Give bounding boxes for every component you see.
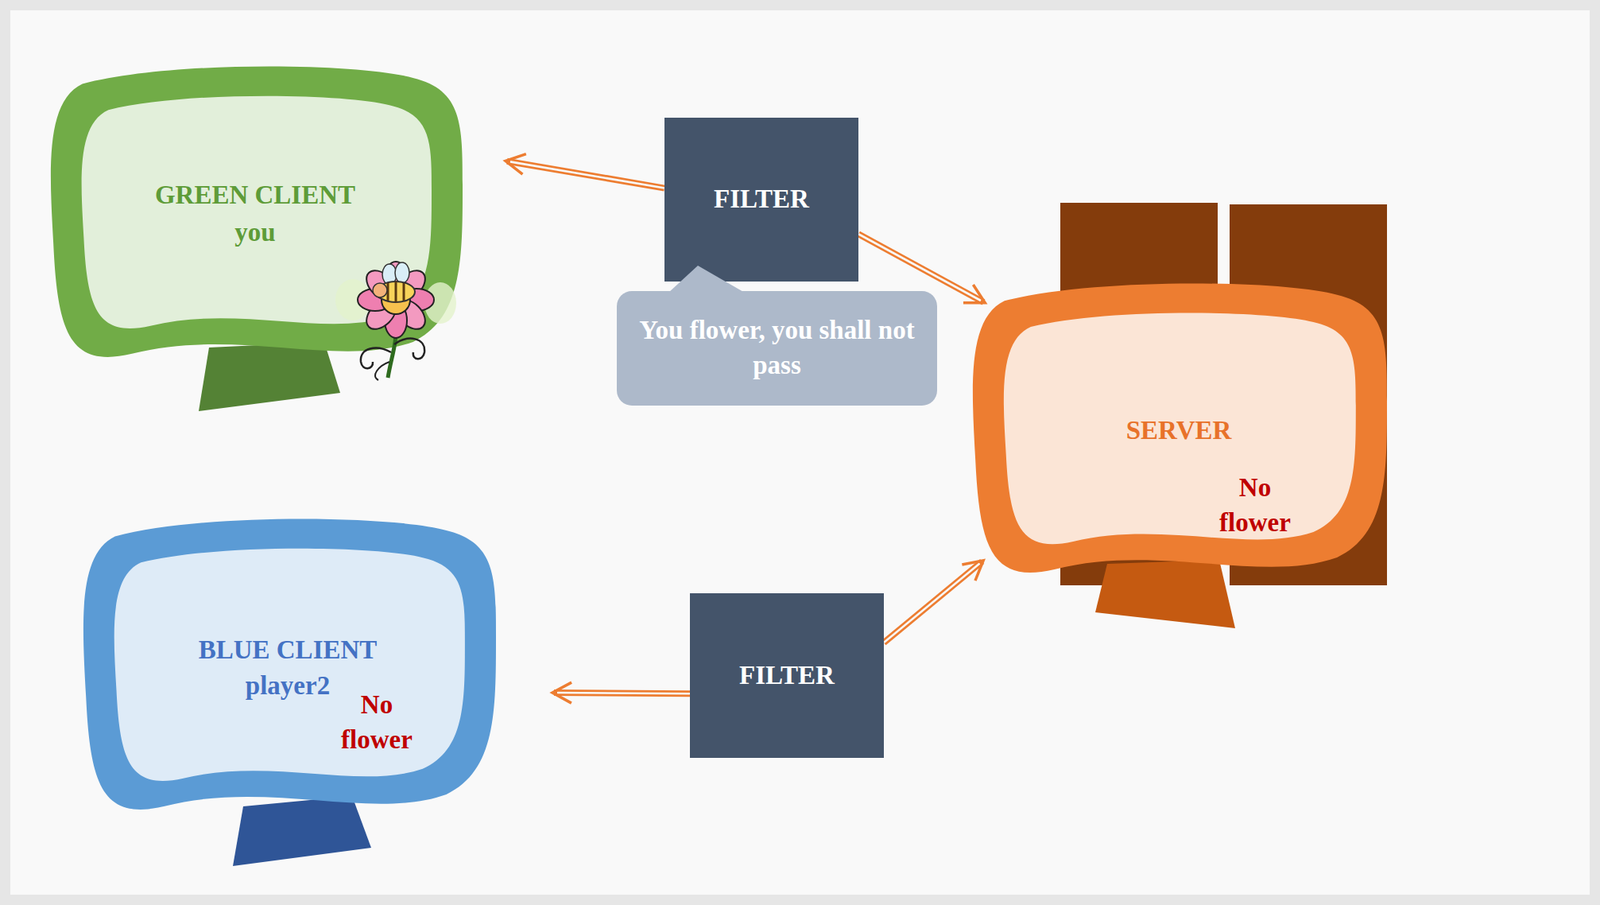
text-slot: BLUE CLIENT: [160, 632, 415, 668]
text-slot: you: [175, 215, 335, 251]
monitor-stand: [198, 341, 341, 411]
arrow-head: [961, 560, 984, 581]
arrow-head: [963, 284, 985, 303]
monitor-note: player2: [208, 668, 368, 704]
double-arrow: [552, 681, 690, 703]
arrow-shaft: [883, 561, 983, 643]
monitor-title: BLUE CLIENT: [160, 632, 415, 668]
arrow-shaft-gap: [557, 692, 690, 694]
monitor-stand: [1095, 559, 1236, 628]
flower-illustration: [329, 250, 465, 382]
double-arrow: [505, 154, 665, 189]
petals: [357, 261, 434, 338]
monitor-stand: [232, 795, 372, 866]
monitor-note: No flower: [329, 687, 425, 757]
filter-label: FILTER: [713, 182, 810, 217]
speech-callout: You flower, you shall not pass: [616, 290, 938, 406]
screen-frame: [50, 65, 463, 357]
text-slot: No flower: [1207, 470, 1303, 540]
filter-label: FILTER: [739, 658, 835, 694]
screen-frame: [972, 282, 1387, 573]
text-slot: player2: [208, 668, 368, 704]
filter-box: FILTER: [664, 117, 859, 282]
double-arrow: [883, 560, 984, 643]
tendril: [360, 348, 392, 369]
callout-text: You flower, you shall not pass: [632, 313, 922, 383]
text-slot: SERVER: [1059, 413, 1298, 449]
text-slot: No flower: [329, 687, 425, 757]
screen-face: [1003, 312, 1356, 544]
arrow-head: [505, 154, 527, 175]
screen-frame: [83, 518, 496, 809]
callout-pointer: [659, 262, 756, 299]
monitor-note: you: [175, 215, 335, 251]
screen-face: [114, 548, 465, 781]
arrow-shaft-gap: [883, 563, 981, 644]
server-monitor: SERVER No flower: [971, 282, 1387, 578]
monitor-title: SERVER: [1059, 413, 1298, 449]
client-monitor: BLUE CLIENTplayer2No flower: [81, 518, 496, 815]
tendril: [375, 361, 390, 380]
arrow-shaft: [553, 692, 690, 694]
screen-outline: [81, 518, 496, 815]
arrow-head: [552, 681, 572, 703]
arrow-shaft: [507, 161, 665, 189]
monitor-title: GREEN CLIENT: [123, 178, 387, 214]
text-slot: GREEN CLIENT: [123, 178, 387, 214]
screen-face: [81, 96, 432, 329]
monitor-note: No flower: [1207, 470, 1303, 540]
filter-box: FILTER: [689, 592, 884, 758]
arrow-shaft-gap: [510, 161, 665, 188]
